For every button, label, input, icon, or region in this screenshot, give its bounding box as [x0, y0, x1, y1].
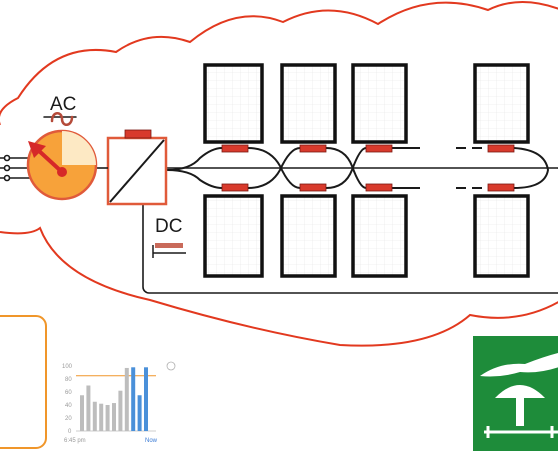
- dc-line-icon: [152, 243, 186, 258]
- safety-mushroom-button-icon: [473, 336, 558, 451]
- cloud-outline: [0, 1, 558, 347]
- solar-panel: [203, 194, 264, 278]
- chart-bar: [118, 390, 123, 431]
- solar-panel: [473, 63, 530, 144]
- solar-panel: [280, 194, 337, 278]
- inverter-icon: [106, 129, 168, 206]
- y-tick-label: 100: [62, 364, 73, 370]
- y-tick-label: 0: [68, 429, 72, 435]
- mini-chart: 100 80 60 40 20 0 6:45 pm Now: [62, 361, 176, 444]
- connectors: [221, 144, 515, 192]
- x-tick-label: Now: [145, 438, 158, 444]
- y-tick-label: 40: [65, 403, 72, 409]
- meter-dial-icon: [26, 129, 98, 201]
- info-icon: [166, 361, 176, 371]
- y-tick-label: 60: [65, 390, 72, 396]
- chart-bar: [105, 405, 110, 431]
- solar-panel: [351, 63, 408, 144]
- dc-label: DC: [155, 216, 182, 237]
- chart-bar: [124, 367, 129, 431]
- x-tick-label: 6:45 pm: [64, 438, 86, 444]
- ac-sine-icon: [43, 112, 77, 126]
- solar-panel: [203, 63, 264, 144]
- panel-row-top: [203, 63, 530, 144]
- chart-bar: [137, 395, 142, 431]
- panel-row-bottom: [203, 194, 530, 278]
- chart-bar: [144, 367, 148, 431]
- y-tick-label: 20: [65, 416, 72, 422]
- solar-panel: [473, 194, 530, 278]
- chart-bar: [80, 395, 84, 431]
- ac-label: AC: [50, 94, 76, 115]
- chart-bar: [131, 367, 136, 431]
- solar-panel: [280, 63, 337, 144]
- solar-panel: [351, 194, 408, 278]
- info-card: [0, 315, 47, 449]
- y-tick-label: 80: [65, 377, 72, 383]
- string-wiring: [166, 147, 550, 189]
- chart-bar: [99, 403, 104, 431]
- chart-bar: [112, 403, 116, 431]
- chart-bar: [92, 401, 97, 431]
- chart-bar: [86, 385, 91, 431]
